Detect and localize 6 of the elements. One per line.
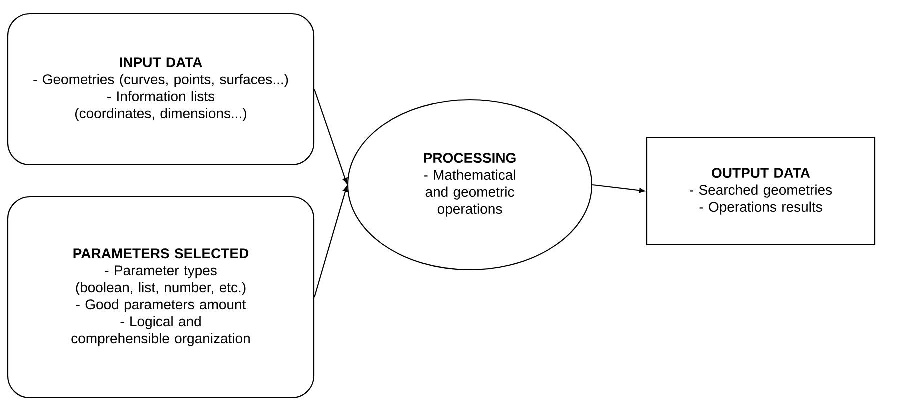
parameters-box: PARAMETERS SELECTED - Parameter types (boolean, list, number, etc.) - Good parameters amount - Logical and comprehensible organization [7, 196, 315, 399]
arrow [314, 186, 348, 298]
arrow [592, 184, 646, 194]
output-box: OUTPUT DATA - Searched geometries - Operations results [646, 137, 876, 246]
input-box: INPUT DATA - Geometries (curves, points, surfaces...) - Information lists (coordinates, dimensions...) [7, 13, 315, 166]
arrow [314, 89, 348, 184]
